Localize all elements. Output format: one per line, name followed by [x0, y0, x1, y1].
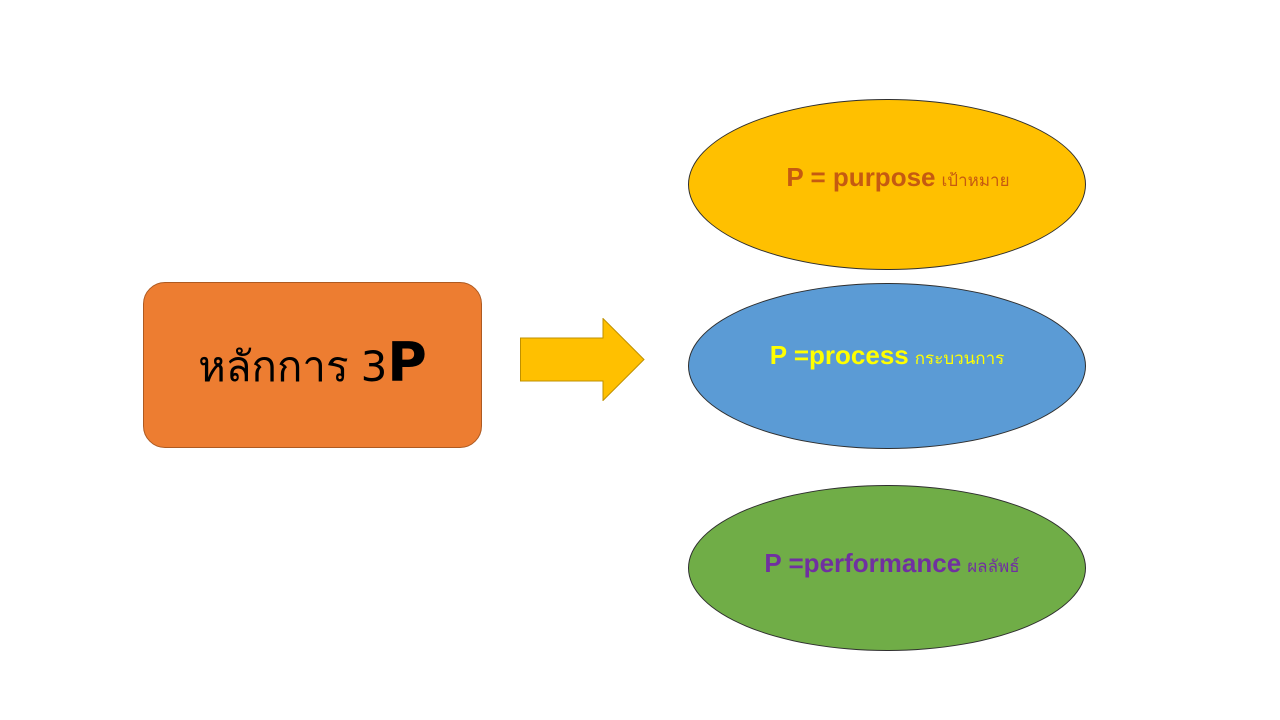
performance-thai: ผลลัพธ์: [967, 557, 1020, 577]
main-title: หลักการ 3 P: [198, 331, 427, 400]
purpose-thai: เป้าหมาย: [941, 171, 1010, 191]
main-title-letter: P: [387, 330, 427, 394]
process-english: P =process: [769, 340, 909, 370]
process-thai: กระบวนการ: [914, 349, 1005, 369]
main-title-thai: หลักการ: [198, 341, 349, 391]
purpose-english: P = purpose: [786, 162, 936, 192]
performance-english: P =performance: [764, 548, 962, 578]
main-title-number: 3: [360, 341, 388, 391]
right-arrow-icon: [520, 318, 645, 401]
main-concept-box: หลักการ 3 P: [143, 282, 482, 448]
